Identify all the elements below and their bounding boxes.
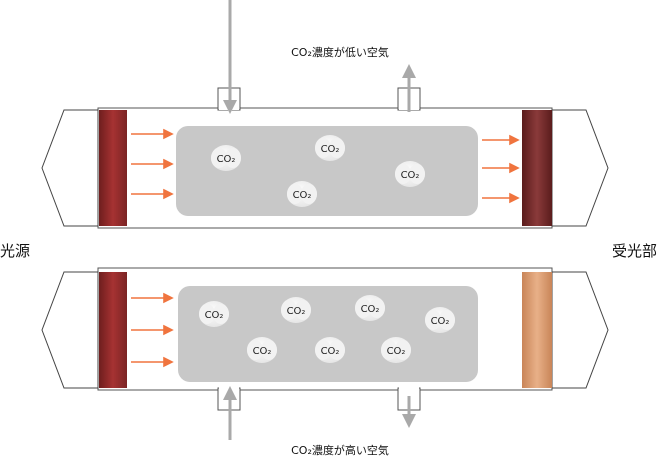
bottom-co2-molecule: CO₂ <box>381 337 411 363</box>
bottom-unit: CO₂ CO₂ CO₂ CO₂ CO₂ CO₂ CO₂ <box>41 267 609 457</box>
co2-label: CO₂ <box>217 154 236 165</box>
top-gas-chamber <box>176 126 478 216</box>
co2-label: CO₂ <box>361 304 380 315</box>
top-receiver-bar <box>522 110 552 226</box>
top-co2-molecule: CO₂ <box>287 181 317 207</box>
co2-label: CO₂ <box>205 310 224 321</box>
bottom-co2-molecule: CO₂ <box>315 337 345 363</box>
light-source-label: 光源 <box>0 242 30 260</box>
bottom-outflow-arrow <box>402 396 416 428</box>
co2-label: CO₂ <box>387 346 406 357</box>
bottom-air-label: CO₂濃度が高い空気 <box>291 443 389 457</box>
top-inflow-arrow <box>223 0 237 114</box>
receiver-label: 受光部 <box>612 242 657 260</box>
bottom-receiver-bar <box>522 272 552 388</box>
bottom-co2-molecule: CO₂ <box>425 307 455 333</box>
top-co2-molecule: CO₂ <box>211 145 241 171</box>
co2-label: CO₂ <box>253 346 272 357</box>
bottom-co2-molecule: CO₂ <box>281 297 311 323</box>
bottom-right-cap <box>551 271 609 389</box>
top-outflow-arrow <box>402 64 416 112</box>
bottom-inflow-arrow <box>223 386 237 440</box>
bottom-co2-molecule: CO₂ <box>199 301 229 327</box>
top-co2-molecule: CO₂ <box>395 161 425 187</box>
bottom-gas-chamber <box>178 286 478 382</box>
bottom-co2-molecule: CO₂ <box>355 295 385 321</box>
top-light-source-bar <box>99 110 127 226</box>
top-right-cap <box>551 109 609 227</box>
bottom-light-arrows-in <box>131 292 174 368</box>
co2-label: CO₂ <box>287 306 306 317</box>
co2-label: CO₂ <box>401 170 420 181</box>
co2-label: CO₂ <box>431 316 450 327</box>
co2-label: CO₂ <box>321 346 340 357</box>
top-left-cap <box>41 109 99 227</box>
co2-label: CO₂ <box>321 144 340 155</box>
top-unit: CO₂ CO₂ CO₂ CO₂ CO₂濃度が低い空気 <box>41 0 609 229</box>
bottom-light-source-bar <box>99 272 127 388</box>
top-light-arrows-in <box>131 128 174 200</box>
bottom-co2-molecule: CO₂ <box>247 337 277 363</box>
top-co2-molecule: CO₂ <box>315 135 345 161</box>
top-light-arrows-out <box>482 134 520 204</box>
bottom-left-cap <box>41 271 99 389</box>
top-air-label: CO₂濃度が低い空気 <box>291 45 389 59</box>
co2-label: CO₂ <box>293 190 312 201</box>
